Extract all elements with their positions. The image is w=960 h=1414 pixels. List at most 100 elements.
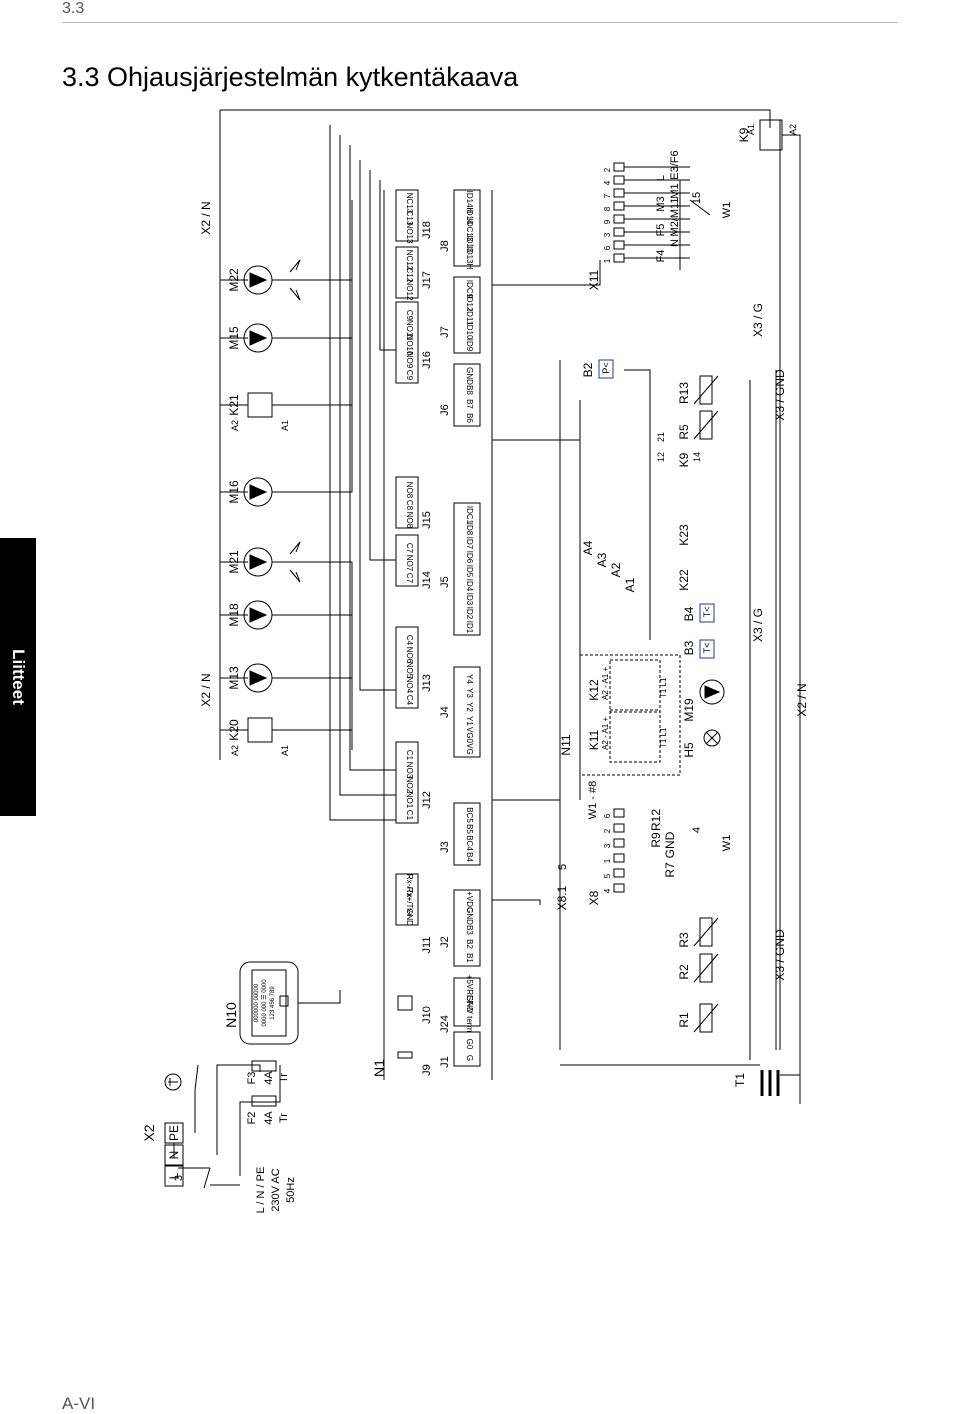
fuse-f2 <box>251 1095 277 1107</box>
relay-coil-k20 <box>247 717 273 743</box>
pump-m15-icon <box>243 323 273 353</box>
sensor-symbol <box>699 603 715 623</box>
connector-j13: J13 <box>421 674 433 692</box>
device-n11: N11 <box>559 734 573 755</box>
pump-m21-icon <box>243 547 273 577</box>
device-a1: A1 <box>623 577 637 592</box>
pin-j7: IDC9 <box>465 280 474 299</box>
pin-j4: Y2 <box>465 702 474 712</box>
page-title: 3.3 Ohjausjärjestelmän kytkentäkaava <box>62 62 519 92</box>
connector-block-j12 <box>395 741 419 824</box>
x11-label: E3/F6 <box>669 150 681 179</box>
wire <box>220 109 771 128</box>
terminal-label-n: N <box>167 1151 181 1160</box>
wire <box>298 990 341 1004</box>
fuse-f3-type: Tr <box>278 1073 290 1083</box>
connector-j12: J12 <box>421 791 433 809</box>
pin-j16: C9 <box>405 370 414 381</box>
connector-j7: J7 <box>439 326 451 338</box>
wire <box>349 145 396 771</box>
pin-j24: +5VREF <box>465 975 474 1006</box>
pin-j5: ID6 <box>465 551 474 564</box>
device-b3: B3 <box>682 640 696 655</box>
device-k23: K23 <box>677 524 691 546</box>
device-m15: M15 <box>227 326 241 350</box>
net-label: X2 / N <box>199 201 213 234</box>
cable-cores: 4 <box>691 827 703 833</box>
pump-m13-icon <box>243 663 273 693</box>
terminal-pin-number: 5 <box>603 873 612 878</box>
wire <box>369 170 396 561</box>
pin-j12: C1 <box>405 810 414 821</box>
pin-j4: VG <box>465 743 474 755</box>
display-n10 <box>239 961 299 1045</box>
wire <box>492 899 541 905</box>
coil-pin: A1 <box>746 124 756 135</box>
wire <box>216 1064 261 1155</box>
valve-arrow-icon <box>289 569 301 583</box>
terminal-pin <box>613 808 625 818</box>
pump-arrow-icon <box>704 685 721 699</box>
net-label: X3 / GND <box>773 369 787 421</box>
component-symbols <box>164 119 783 1187</box>
pin-j4: Y3 <box>465 688 474 698</box>
connector-j4: J4 <box>439 706 451 718</box>
device-r5: R5 <box>677 424 691 440</box>
pin-j7: ID10 <box>465 323 474 340</box>
thermistor <box>699 917 713 947</box>
cable-tick <box>689 199 711 216</box>
terminal-pin-number: 8 <box>603 206 612 211</box>
pin-j17: NC12 <box>405 250 414 271</box>
pin-j24: GND <box>465 995 474 1013</box>
lamp-h5-icon <box>703 729 721 747</box>
connector-j8: J8 <box>439 240 451 252</box>
sensor-symbol-label: T< <box>702 643 712 654</box>
thermistor-slash <box>693 375 719 405</box>
pin-j5: ID7 <box>465 537 474 550</box>
pump-m16-icon <box>243 477 273 507</box>
pin-j8: ID13H <box>465 247 474 270</box>
sensor-symbol-label: P< <box>601 362 611 373</box>
device-r7: R7 <box>663 862 677 878</box>
device-a3: A3 <box>595 552 609 567</box>
header-rule <box>62 22 898 23</box>
page-number: A-VI <box>62 1394 96 1413</box>
terminal-x2: X2 <box>141 1124 157 1141</box>
terminal-4: 5 <box>557 864 569 870</box>
pin-j2: GND <box>465 907 474 925</box>
side-tab[interactable]: Liitteet <box>0 538 36 816</box>
connector-block-j8 <box>453 189 481 267</box>
pin-j18: NC13 <box>405 193 414 214</box>
connector-j18: J18 <box>421 221 433 239</box>
pin-j7: ID11 <box>465 309 474 326</box>
pin-j13: C4 <box>405 695 414 706</box>
cable-cores: 15 <box>691 192 703 204</box>
pump-arrow-icon <box>249 607 268 623</box>
connector-block-j5 <box>453 502 481 636</box>
pin-j8: ID14H <box>465 191 474 214</box>
contact-number: 21 <box>656 432 666 442</box>
pin-j11: Rx-/Tx- <box>405 874 414 901</box>
sensor-symbol <box>598 359 614 379</box>
device-k9: K9 <box>737 127 751 142</box>
pin-j11: Rx+/Tx+ <box>405 887 414 918</box>
terminal-pin <box>613 175 625 185</box>
pin-j7: ID9 <box>465 339 474 352</box>
terminal-x11: X11 <box>587 269 601 290</box>
pin-j13: C4 <box>405 635 414 646</box>
switch-contact <box>203 1167 211 1189</box>
wire <box>272 561 353 750</box>
contact-number: 12 <box>656 452 666 462</box>
opto-pins: A2 - A1 + <box>601 717 610 750</box>
coil-pin-a1: A1 <box>280 420 290 431</box>
pin-j3: B5 <box>465 824 474 834</box>
wire <box>379 180 396 351</box>
connector-block-j15 <box>395 476 419 529</box>
pin-j2: B2 <box>465 939 474 949</box>
valve-arrow-icon <box>289 541 301 555</box>
wire <box>359 160 396 691</box>
pin-j5: ID2 <box>465 607 474 620</box>
device-m22: M22 <box>227 268 241 292</box>
pin-j3: BC4 <box>465 835 474 851</box>
device-m16: M16 <box>227 480 241 504</box>
